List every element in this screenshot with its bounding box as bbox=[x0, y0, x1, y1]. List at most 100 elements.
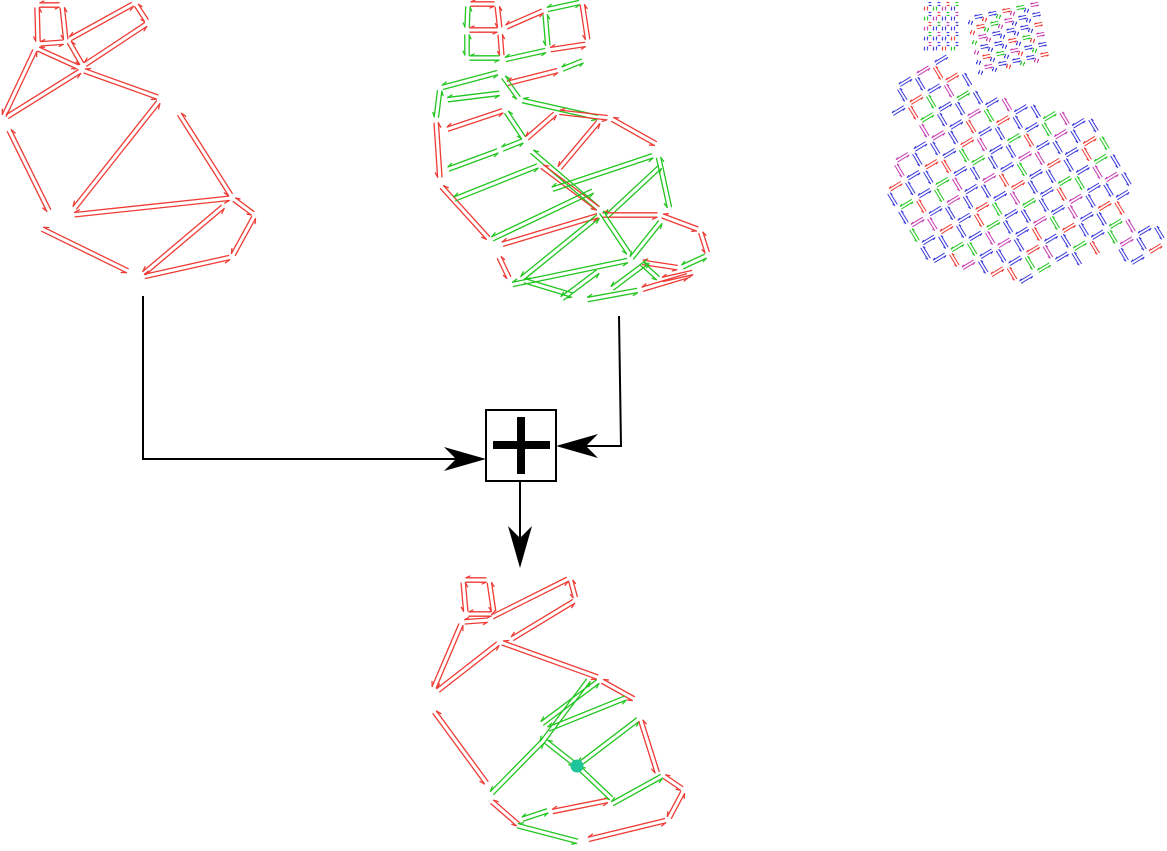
halfedge bbox=[613, 262, 650, 291]
halfedge-arrow bbox=[586, 293, 593, 298]
halfedge-arrow bbox=[1112, 154, 1116, 157]
halfedge-arrow bbox=[1047, 142, 1050, 146]
halfedge bbox=[516, 827, 578, 845]
halfedge-arrow bbox=[1043, 209, 1047, 212]
halfedge bbox=[926, 96, 934, 109]
halfedge bbox=[997, 237, 1010, 246]
halfedge-arrow bbox=[1040, 24, 1043, 27]
halfedge-arrow bbox=[1080, 223, 1084, 226]
halfedge bbox=[1041, 189, 1054, 198]
halfedge bbox=[544, 742, 574, 767]
halfedge-arrow bbox=[989, 242, 993, 245]
halfedge bbox=[543, 682, 600, 726]
halfedge-arrow bbox=[1018, 249, 1022, 252]
halfedge-arrow bbox=[989, 128, 992, 132]
halfedge bbox=[66, 43, 81, 66]
halfedge bbox=[548, 699, 627, 732]
halfedge-arrow bbox=[5, 109, 10, 116]
halfedge bbox=[1038, 264, 1051, 273]
halfedge bbox=[1036, 34, 1045, 38]
halfedge-arrow bbox=[501, 143, 506, 148]
halfedge-arrow bbox=[1054, 140, 1058, 143]
halfedge-arrow bbox=[663, 202, 668, 209]
halfedge-arrow bbox=[1090, 205, 1094, 208]
halfedge-arrow bbox=[935, 66, 939, 69]
halfedge bbox=[1125, 220, 1134, 233]
halfedge-arrow bbox=[1038, 14, 1041, 17]
halfedge-arrow bbox=[1018, 60, 1021, 63]
halfedge-arrow bbox=[571, 602, 576, 609]
halfedge-arrow bbox=[1055, 256, 1058, 260]
halfedge bbox=[910, 105, 919, 118]
halfedge bbox=[145, 207, 225, 276]
halfedge-arrow bbox=[1029, 267, 1033, 270]
halfedge-arrow bbox=[1036, 4, 1039, 7]
halfedge-arrow bbox=[951, 253, 955, 256]
halfedge bbox=[86, 25, 148, 67]
halfedge-arrow bbox=[940, 208, 943, 212]
halfedge-arrow bbox=[1073, 245, 1076, 249]
halfedge bbox=[1, 49, 34, 115]
halfedge bbox=[1004, 20, 1013, 24]
halfedge-arrow bbox=[996, 99, 999, 103]
halfedge bbox=[957, 212, 970, 221]
halfedge bbox=[980, 260, 989, 273]
halfedge-arrow bbox=[935, 182, 938, 185]
halfedge bbox=[971, 155, 984, 163]
halfedge-arrow bbox=[533, 167, 539, 173]
halfedge bbox=[1120, 247, 1129, 260]
halfedge bbox=[1020, 24, 1029, 28]
halfedge-arrow bbox=[1048, 169, 1051, 172]
halfedge bbox=[512, 262, 629, 288]
fine-mesh-panel bbox=[887, 1, 1165, 284]
halfedge bbox=[460, 582, 465, 612]
plus-icon bbox=[493, 417, 550, 474]
halfedge bbox=[978, 36, 987, 40]
halfedge-arrow bbox=[1123, 172, 1127, 175]
halfedge bbox=[934, 54, 947, 63]
halfedge-arrow bbox=[980, 260, 984, 263]
halfedge bbox=[963, 196, 971, 209]
halfedge-arrow bbox=[1083, 147, 1087, 150]
halfedge bbox=[1030, 106, 1039, 119]
halfedge-arrow bbox=[1071, 123, 1075, 126]
halfedge bbox=[946, 83, 955, 96]
halfedge bbox=[587, 292, 639, 303]
halfedge-arrow bbox=[922, 219, 925, 223]
halfedge bbox=[1026, 133, 1034, 146]
halfedge bbox=[643, 261, 660, 278]
halfedge-arrow bbox=[910, 221, 914, 225]
halfedge bbox=[1024, 257, 1033, 270]
halfedge bbox=[464, 582, 469, 612]
halfedge bbox=[1084, 138, 1097, 147]
halfedge bbox=[579, 4, 587, 41]
halfedge bbox=[1012, 182, 1025, 191]
halfedge bbox=[980, 43, 989, 47]
halfedge bbox=[994, 43, 1003, 47]
halfedge bbox=[952, 244, 965, 252]
halfedge bbox=[502, 142, 524, 152]
halfedge bbox=[980, 46, 989, 50]
halfedge bbox=[40, 39, 64, 43]
halfedge-arrow bbox=[1022, 182, 1025, 186]
halfedge bbox=[1036, 31, 1045, 35]
halfedge-arrow bbox=[953, 141, 956, 145]
halfedge-arrow bbox=[223, 192, 230, 197]
halfedge-arrow bbox=[1062, 227, 1065, 231]
halfedge-arrow bbox=[501, 34, 506, 40]
halfedge bbox=[511, 257, 628, 283]
halfedge-arrow bbox=[1055, 236, 1058, 239]
halfedge-arrow bbox=[1020, 25, 1023, 28]
halfedge bbox=[1103, 184, 1112, 197]
halfedge bbox=[1014, 104, 1027, 113]
halfedge-arrow bbox=[1026, 27, 1029, 30]
halfedge bbox=[599, 213, 628, 255]
halfedge bbox=[990, 23, 999, 27]
halfedge bbox=[994, 128, 1003, 141]
halfedge-arrow bbox=[1105, 183, 1109, 186]
halfedge-arrow bbox=[1014, 202, 1018, 205]
halfedge bbox=[897, 89, 906, 102]
halfedge bbox=[1081, 148, 1090, 161]
halfedge bbox=[987, 231, 996, 244]
halfedge bbox=[1110, 221, 1123, 229]
